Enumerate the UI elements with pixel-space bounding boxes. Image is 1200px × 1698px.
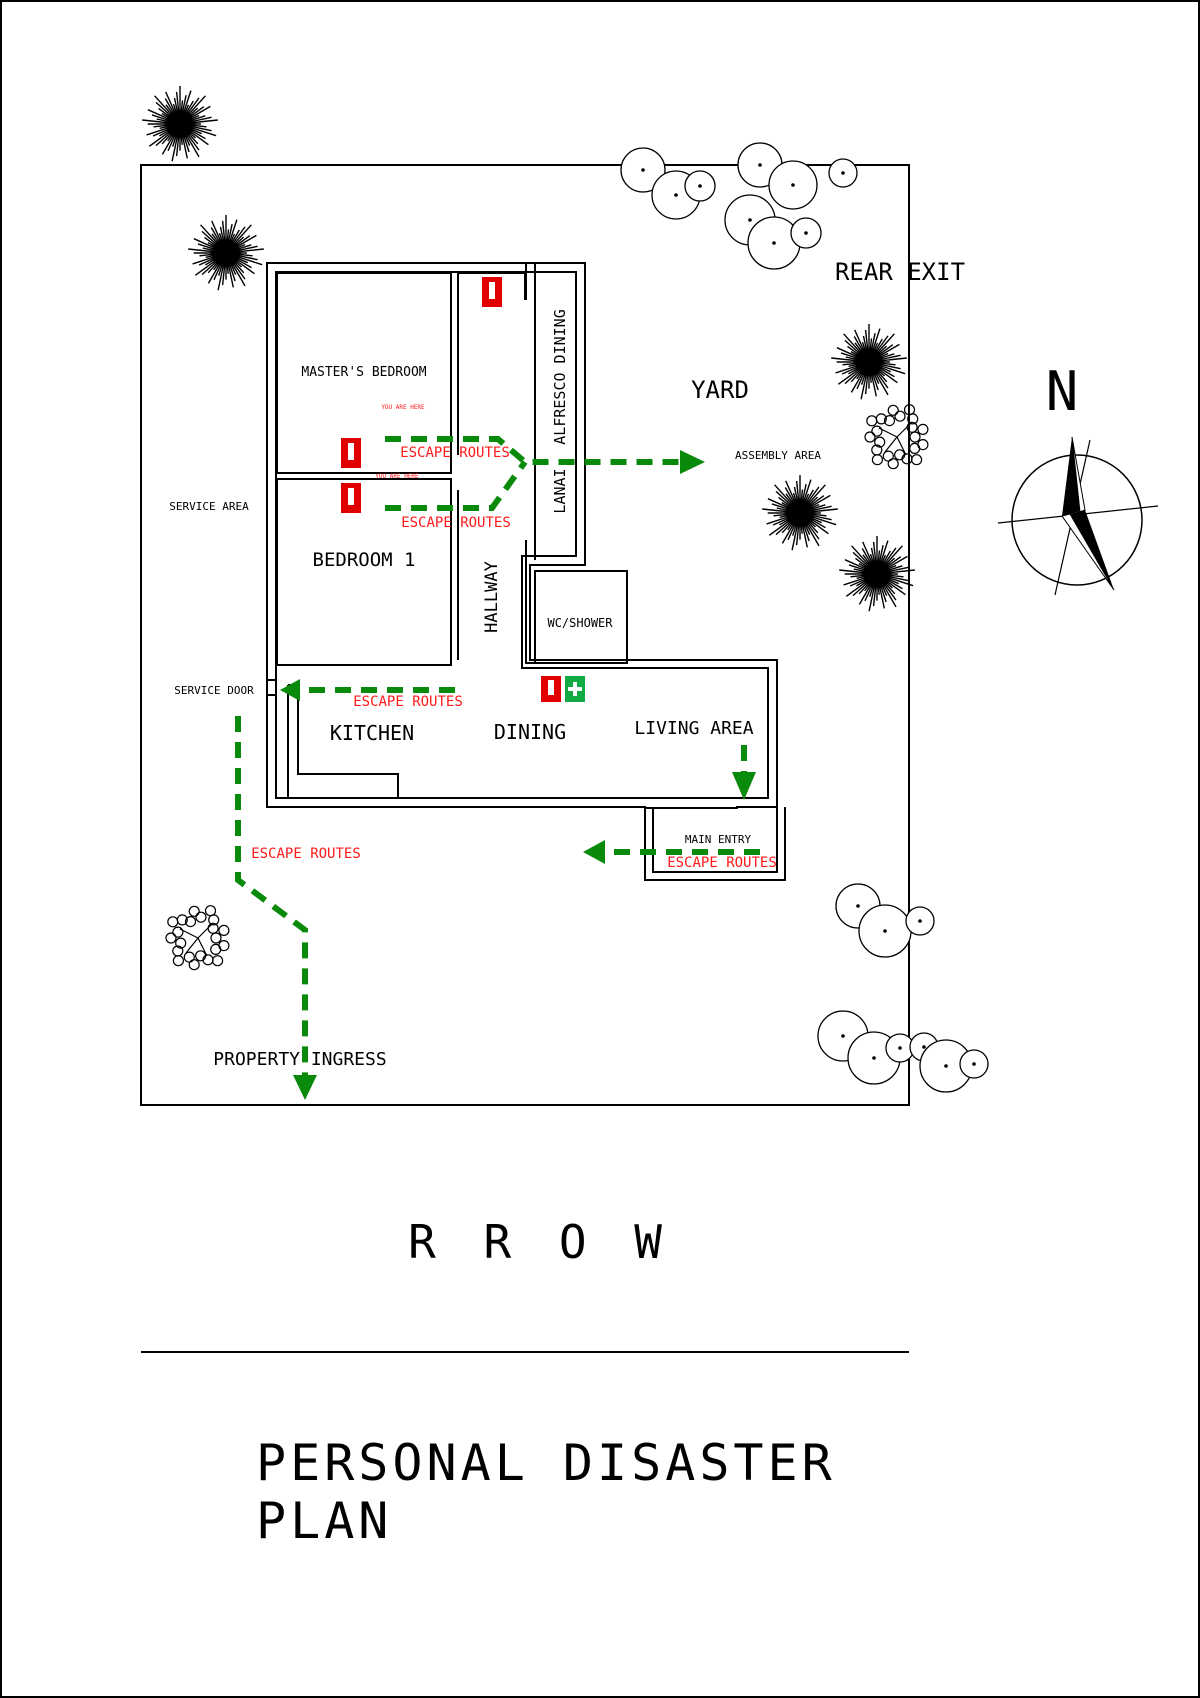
- room-label-main-entry: MAIN ENTRY: [685, 833, 752, 846]
- site-label-service-door: SERVICE DOOR: [174, 684, 254, 697]
- tree-icon: [142, 86, 218, 162]
- tree-icon: [188, 215, 264, 291]
- arrow-entry-down: [732, 772, 756, 800]
- arrow-entry-out: [583, 840, 605, 864]
- arrow-ingress: [293, 1075, 317, 1100]
- room-label-kitchen: KITCHEN: [330, 721, 414, 745]
- north-arrow-icon: N: [997, 360, 1159, 596]
- north-label: N: [1046, 360, 1079, 423]
- road-label: R R O W: [408, 1215, 672, 1269]
- room-label-alfresco-dining: ALFRESCO DINING: [551, 309, 569, 444]
- you-are-here-label: YOU ARE HERE: [381, 404, 425, 411]
- fire-extinguisher-icon: [541, 676, 561, 702]
- site-label-assembly-area: ASSEMBLY AREA: [735, 449, 821, 462]
- route-bedroom1-to-assembly: [385, 460, 528, 511]
- you-are-here-label: YOU ARE HERE: [375, 473, 419, 480]
- house-walls: [266, 262, 786, 881]
- escape-routes-label: ESCAPE ROUTES: [353, 694, 463, 710]
- tree-icon: [839, 536, 915, 612]
- escape-routes-label: ESCAPE ROUTES: [251, 846, 361, 862]
- escape-routes-label: ESCAPE ROUTES: [401, 515, 511, 531]
- escape-routes: [235, 436, 760, 1100]
- first-aid-icon: [565, 676, 585, 702]
- tree-icon: [620, 142, 858, 270]
- fire-extinguisher-icon: [482, 277, 502, 307]
- site-label-rear-exit: REAR EXIT: [835, 258, 965, 286]
- fire-extinguisher-icon: [341, 438, 361, 468]
- tree-icon: [864, 404, 929, 470]
- tree-icon: [817, 883, 989, 1093]
- plan-title-line-2: PLAN: [256, 1492, 392, 1550]
- site-label-yard: YARD: [691, 376, 749, 404]
- room-label-dining: DINING: [494, 720, 566, 744]
- escape-routes-label: ESCAPE ROUTES: [400, 445, 510, 461]
- room-label-masters-bedroom: MASTER'S BEDROOM: [301, 365, 426, 380]
- arrow-service-door: [280, 679, 300, 701]
- room-label-lanai: LANAI: [551, 468, 569, 513]
- site-label-property-ingress: PROPERTY INGRESS: [213, 1049, 386, 1070]
- room-label-bedroom-1: BEDROOM 1: [313, 549, 416, 571]
- site-label-service-area: SERVICE AREA: [169, 500, 249, 513]
- tree-icon: [831, 324, 907, 400]
- tree-icon: [762, 475, 838, 551]
- property-boundary: [140, 164, 910, 1106]
- room-label-hallway: HALLWAY: [482, 561, 502, 633]
- trees: [142, 86, 989, 1093]
- room-label-wc-shower: WC/SHOWER: [547, 616, 613, 630]
- arrow-assembly: [680, 450, 705, 474]
- route-master-to-assembly: [385, 436, 680, 465]
- tree-icon: [165, 905, 230, 971]
- room-label-living-area: LIVING AREA: [634, 718, 753, 739]
- fire-extinguisher-icon: [341, 483, 361, 513]
- escape-routes-label: ESCAPE ROUTES: [667, 855, 777, 871]
- route-service-to-ingress: [235, 716, 308, 1075]
- plan-title-line-1: PERSONAL DISASTER: [256, 1434, 836, 1492]
